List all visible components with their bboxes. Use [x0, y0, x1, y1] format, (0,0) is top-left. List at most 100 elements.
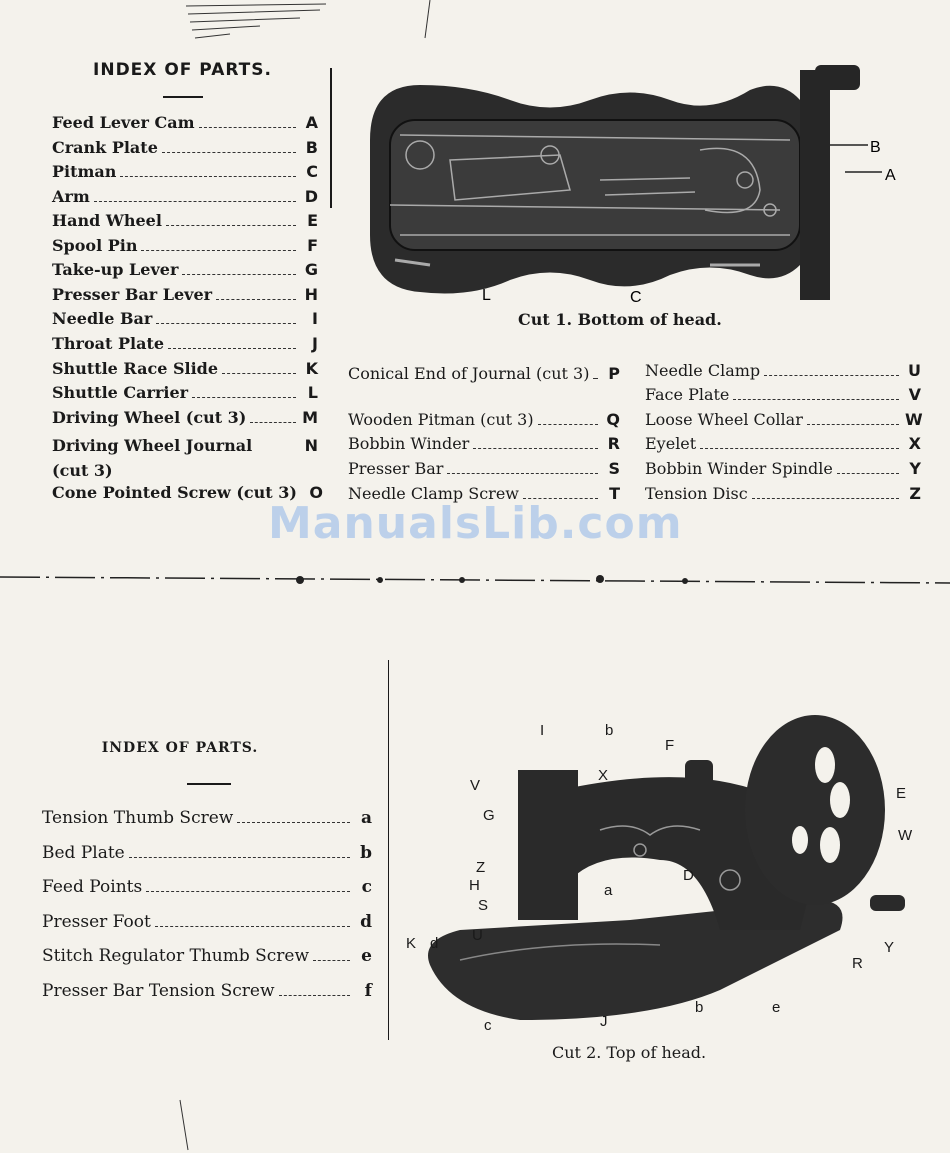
index-entry: Feed Lever Cam A [52, 113, 318, 132]
part-name: Hand Wheel [52, 211, 162, 230]
cut2-label-x: X [598, 767, 608, 784]
leader-dots [473, 448, 598, 449]
index-entry: Needle Clamp U [645, 361, 921, 380]
leader-dots [593, 378, 598, 379]
cut2-label-r: R [852, 955, 863, 972]
leader-dots [141, 250, 296, 251]
part-name: Needle Bar [52, 309, 153, 328]
leader-dots [447, 473, 598, 474]
part-letter: Q [606, 410, 620, 429]
part-letter: Z [909, 484, 921, 503]
part-name: Conical End of Journal (cut 3) [348, 364, 590, 383]
leader-dots [700, 448, 899, 449]
bottom-index-title: INDEX OF PARTS. [101, 740, 259, 756]
part-letter: c [361, 877, 372, 897]
part-letter: K [305, 359, 318, 378]
part-name: Arm [52, 187, 90, 206]
part-name: Cone Pointed Screw (cut 3) [52, 483, 297, 502]
cut2-label-u: U [472, 927, 483, 944]
column-divider [330, 68, 332, 208]
cut1-label-a: A [885, 167, 896, 184]
part-letter: S [608, 459, 620, 478]
leader-dots [198, 127, 296, 128]
cut1-label-c: C [630, 289, 642, 306]
part-letter: d [360, 912, 372, 932]
cut2-label-b: b [695, 999, 703, 1016]
index-entry: Wooden Pitman (cut 3) Q [348, 410, 620, 429]
cut2-label-s: S [478, 897, 488, 914]
cut2-label-a: a [604, 882, 613, 899]
part-letter: P [608, 364, 620, 383]
part-letter: Y [909, 459, 921, 478]
part-letter: e [361, 946, 372, 966]
leader-dots [192, 397, 296, 398]
part-name: Wooden Pitman (cut 3) [348, 410, 534, 429]
leader-dots [836, 473, 899, 474]
part-name: Face Plate [645, 385, 730, 404]
cut1-bottom-of-head-illustration: B A L C [370, 65, 896, 306]
top-index-title: INDEX OF PARTS. [93, 60, 272, 80]
cut2-label-k: K [406, 935, 416, 952]
part-name: Tension Thumb Screw [42, 808, 234, 828]
part-letter: U [908, 361, 921, 380]
title-rule [163, 96, 203, 98]
part-letter: f [364, 981, 372, 1001]
index-entry: Driving Wheel (cut 3)M [52, 408, 318, 427]
part-letter: J [312, 334, 318, 353]
part-name: Feed Lever Cam [52, 113, 195, 132]
cut2-label-f-top: F [665, 737, 674, 754]
cut2-top-of-head-illustration: I b F V X E G W Z D H a S U K d R Y b e … [406, 715, 913, 1034]
leader-dots [120, 176, 296, 177]
leader-dots [93, 201, 296, 202]
part-name: Presser Foot [42, 912, 151, 932]
part-name: Spool Pin [52, 236, 138, 255]
part-name: Presser Bar Tension Screw [42, 981, 275, 1001]
part-name: Driving Wheel Journal (cut 3) [52, 436, 253, 480]
leader-dots [751, 498, 899, 499]
leader-dots [165, 225, 296, 226]
leader-dots [278, 995, 350, 996]
part-letter: T [609, 484, 620, 503]
part-letter: I [312, 309, 318, 328]
index-entry: Presser Bar Tension Screw f [42, 981, 372, 1001]
part-letter: a [360, 808, 372, 828]
leader-dots [806, 424, 899, 425]
index-entry: Stitch Regulator Thumb Screw e [42, 946, 372, 966]
leader-dots [216, 299, 296, 300]
page-divider [0, 575, 950, 584]
part-letter: L [307, 383, 318, 402]
part-name: Bed Plate [42, 843, 125, 863]
cut2-label-e2: e [772, 999, 780, 1016]
part-name: Eyelet [645, 434, 697, 453]
part-name: Needle Clamp [645, 361, 761, 380]
cut2-label-g: G [483, 807, 495, 824]
part-letter: C [306, 162, 318, 181]
index-entry: Tension Thumb Screw a [42, 808, 372, 828]
part-name: Presser Bar Lever [52, 285, 213, 304]
part-letter: X [908, 434, 921, 453]
index-entry: Bed Plate b [42, 843, 372, 863]
part-letter: N [304, 436, 318, 455]
part-letter: A [305, 113, 318, 132]
index-entry: Presser Foot d [42, 912, 372, 932]
part-letter: W [905, 410, 923, 429]
index-entry: Cone Pointed Screw (cut 3) O [52, 483, 323, 502]
part-name: Shuttle Carrier [52, 383, 189, 402]
part-name: Stitch Regulator Thumb Screw [42, 946, 310, 966]
cut2-label-e: E [896, 785, 906, 802]
part-letter: b [360, 843, 372, 863]
leader-dots [182, 274, 296, 275]
index-entry: Shuttle Carrier L [52, 383, 318, 402]
part-letter: O [309, 483, 323, 502]
part-name: Presser Bar [348, 459, 444, 478]
part-name: Needle Clamp Screw [348, 484, 519, 503]
